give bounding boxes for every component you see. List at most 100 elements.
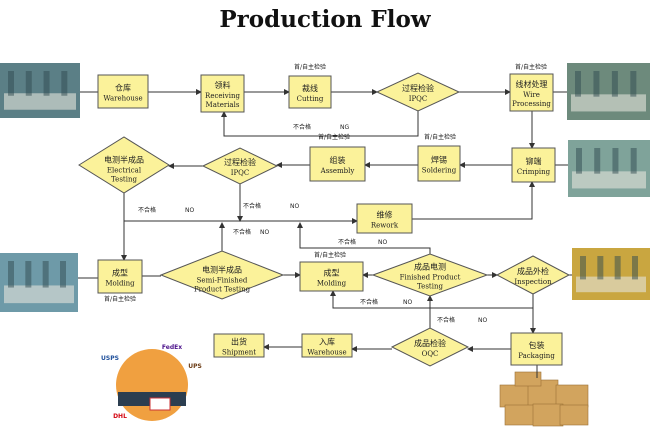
process-box [97, 74, 149, 109]
node-label-en: Rework [371, 222, 399, 230]
ng-note-zh: 不合格 [243, 202, 261, 210]
logo-ups: UPS [188, 363, 202, 370]
ng-note-en: NO [185, 207, 194, 214]
node-label-zh: 包装 [529, 340, 545, 350]
node-label-en: Shipment [222, 349, 256, 357]
node-oqc: 成品检验 OQC [390, 327, 470, 367]
node-label-zh: 领料 [215, 80, 231, 90]
node-label-zh: 电测半成品 [202, 265, 242, 275]
node-crimping: 铆端 Crimping [511, 147, 556, 183]
logo-dhl: DHL [113, 413, 127, 420]
molding-photo [0, 253, 78, 312]
node-label-en: Product Testing [194, 286, 251, 294]
node-label-zh: 线材处理 [516, 79, 548, 89]
ng-note-zh: 不合格 [338, 238, 356, 246]
ng-note-zh: 不合格 [360, 298, 378, 306]
node-label-en: Testing [111, 176, 137, 184]
node-label-en: Processing [512, 100, 551, 108]
first-inspection-note: 首/自主检验 [104, 295, 136, 303]
ng-note-en: NO [290, 203, 299, 210]
ng-note-en: NO [378, 239, 387, 246]
node-label-zh: 铆端 [526, 156, 542, 166]
process-box [299, 261, 364, 292]
page-title: Production Flow [219, 6, 431, 33]
node-label-en: Crimping [517, 168, 551, 176]
ng-note-en: NG [340, 124, 349, 131]
process-box [97, 259, 143, 294]
inspection-photo [572, 248, 650, 300]
node-inspection: 成品外检 Inspection [495, 255, 571, 295]
process-box [309, 146, 366, 182]
first-inspection-note: 首/自主检验 [424, 133, 456, 141]
node-label-zh: 组装 [330, 155, 346, 165]
node-label-en: Assembly [320, 167, 355, 175]
ng-note-en: NO [478, 317, 487, 324]
crimping-photo [568, 140, 650, 197]
node-label-en: Semi-Finished [197, 277, 248, 285]
node-label-zh: 成型 [324, 268, 340, 278]
node-label-zh: 成品电测 [414, 262, 446, 272]
decision-diamond [390, 327, 470, 367]
node-label-en: Warehouse [307, 349, 346, 357]
first-inspection-note: 首/自主检验 [515, 63, 547, 71]
decision-diamond [159, 250, 285, 300]
node-label-zh: 仓库 [115, 83, 131, 93]
process-box [510, 332, 563, 366]
ng-note-en: NO [260, 229, 269, 236]
ng-note-zh: 不合格 [437, 316, 455, 324]
process-box [200, 74, 245, 113]
process-box [509, 73, 554, 112]
node-label-en: Wire [523, 91, 540, 99]
node-label-zh: 成品检验 [414, 338, 446, 348]
flow-connector [297, 222, 431, 254]
node-label-en: Packaging [518, 352, 555, 360]
node-label-en: Receiving [205, 92, 240, 100]
ng-note-en: NO [403, 299, 412, 306]
packaging-boxes-photo [499, 371, 589, 427]
node-label-zh: 裁线 [302, 83, 318, 93]
node-shipment: 出货 Shipment [213, 333, 265, 358]
process-box [301, 333, 353, 358]
node-label-zh: 过程检验 [402, 83, 434, 93]
node-label-en: Warehouse [103, 95, 142, 103]
process-box [511, 147, 556, 183]
first-inspection-note: 首/自主检验 [294, 63, 326, 71]
wire-processing-photo [567, 63, 650, 120]
process-box [213, 333, 265, 358]
process-box [417, 145, 461, 182]
node-label-zh: 电测半成品 [104, 155, 144, 165]
node-label-zh: 焊锡 [431, 155, 447, 165]
node-label-en: Materials [206, 101, 240, 109]
decision-diamond [201, 147, 279, 185]
node-label-en: Molding [105, 280, 135, 288]
node-assembly: 组装 Assembly [309, 146, 366, 182]
node-warehouse: 仓库 Warehouse [97, 74, 149, 109]
decision-diamond [495, 255, 571, 295]
node-label-en: OQC [422, 350, 439, 358]
node-label-zh: 成品外检 [517, 266, 549, 276]
node-label-zh: 出货 [231, 337, 247, 347]
decision-diamond [371, 253, 489, 297]
flow-connector [330, 290, 533, 309]
decision-diamond [78, 136, 170, 194]
first-inspection-note: 首/自主检验 [318, 133, 350, 141]
ng-note-zh: 不合格 [293, 123, 311, 131]
flow-connector [412, 181, 535, 220]
ng-note-zh: 不合格 [233, 228, 251, 236]
process-box [288, 75, 332, 109]
logo-fedex: FedEx [162, 344, 182, 351]
node-label-en: Inspection [514, 278, 552, 286]
logo-usps: USPS [101, 355, 119, 362]
node-label-zh: 维修 [377, 210, 393, 220]
